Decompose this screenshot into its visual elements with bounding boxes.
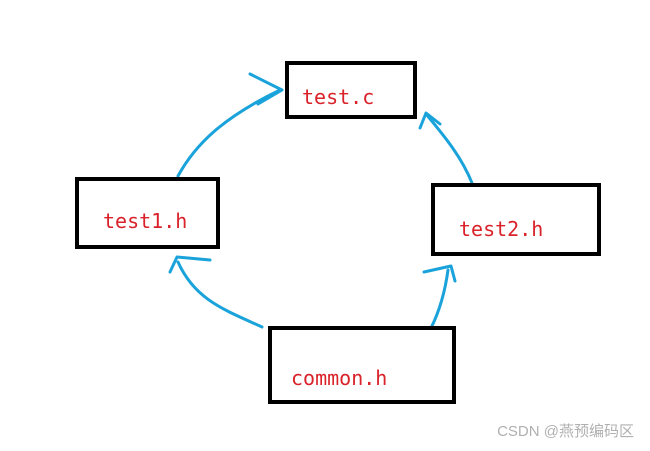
watermark: CSDN @燕预编码区: [497, 423, 634, 440]
arrow-common-to-test1: [168, 255, 264, 329]
node-label-test1-h: test1.h: [103, 209, 188, 233]
arrow-common-to-test2: [422, 264, 457, 330]
node-label-test-c: test.c: [302, 85, 375, 109]
node-test1-h: test1.h: [75, 177, 220, 249]
node-label-test2-h: test2.h: [459, 217, 544, 241]
node-test2-h: test2.h: [431, 183, 601, 256]
node-label-common-h: common.h: [291, 366, 388, 390]
node-common-h: common.h: [268, 326, 456, 404]
arrow-test1-to-test-c: [176, 72, 284, 178]
arrow-test2-to-test-c: [418, 111, 474, 185]
node-test-c: test.c: [285, 61, 417, 119]
